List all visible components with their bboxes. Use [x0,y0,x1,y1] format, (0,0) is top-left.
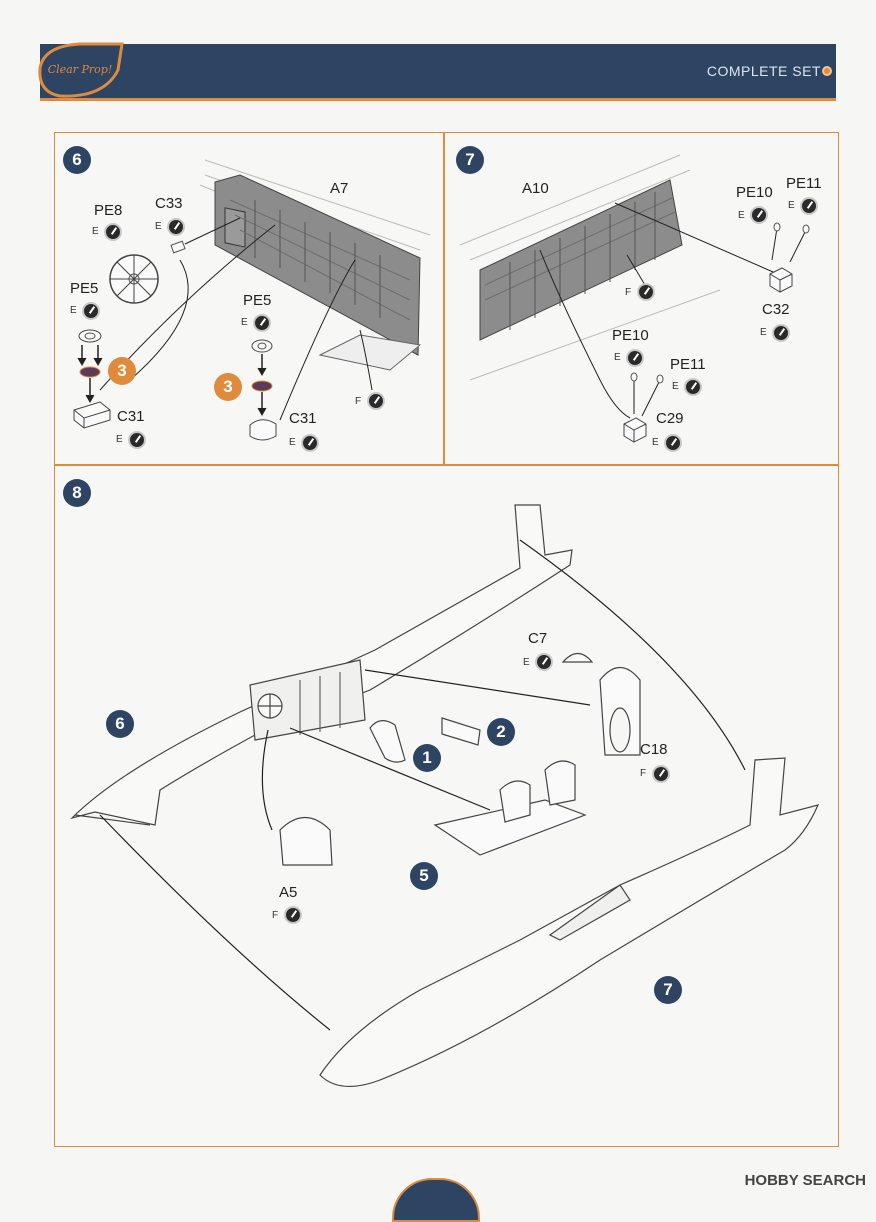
photo-etch-icon [82,302,100,320]
photo-etch-icon [750,206,768,224]
material-label-pe10-top: E [738,210,745,221]
material-label-a5: F [272,910,279,921]
reference-step-5-badge: 5 [410,862,438,890]
sprue-icon [167,218,185,236]
clear-prop-logo: Clear Prop! [38,42,124,98]
sprue-icon [652,765,670,783]
sprue-icon [664,434,682,452]
part-label-a10: A10 [522,180,549,197]
part-label-pe10-top: PE10 [736,184,773,201]
photo-etch-icon [800,197,818,215]
material-label-pe10-bottom: E [614,352,621,363]
material-label-c33: E [155,221,162,232]
part-label-pe11-bottom: PE11 [670,356,706,373]
header-bar [40,44,836,101]
svg-text:Clear Prop!: Clear Prop! [48,63,113,76]
photo-etch-icon [684,378,702,396]
part-label-a5: A5 [279,884,298,901]
part-label-a7: A7 [330,180,349,197]
photo-etch-icon [253,314,271,332]
material-label-c31-left: E [116,434,123,445]
part-label-pe8: PE8 [94,202,123,219]
part-label-c29: C29 [656,410,684,427]
photo-etch-icon [104,223,122,241]
part-label-pe5-right: PE5 [243,292,272,309]
header-title: COMPLETE SET [706,63,821,79]
part-label-c31-right: C31 [289,410,317,427]
material-label-pe5-right: E [241,317,248,328]
reference-step-6-badge: 6 [106,710,134,738]
part-label-c33: C33 [155,195,183,212]
sprue-icon [367,392,385,410]
sprue-icon [284,906,302,924]
reference-step-7-badge: 7 [654,976,682,1004]
substep-3-badge-right: 3 [214,373,242,401]
part-label-c31-left: C31 [117,408,145,425]
material-label-c32: E [760,327,767,338]
sprue-icon [772,324,790,342]
material-label-f-step6: F [355,396,362,407]
step-8-badge: 8 [63,479,91,507]
reference-step-2-badge: 2 [487,718,515,746]
step-6-badge: 6 [63,146,91,174]
hobby-search-watermark: HOBBY SEARCH [744,1172,866,1189]
step-7-badge: 7 [456,146,484,174]
material-label-c29: E [652,437,659,448]
sprue-icon [637,283,655,301]
part-label-c7: C7 [528,630,548,647]
material-label-c18: F [640,768,647,779]
part-label-c18: C18 [640,741,668,758]
header-dot-icon [822,66,832,76]
material-label-pe5-left: E [70,305,77,316]
part-label-pe10-bottom: PE10 [612,327,649,344]
material-label-pe11-bottom: E [672,381,679,392]
part-label-pe11-top: PE11 [786,175,822,192]
part-label-pe5-left: PE5 [70,280,99,297]
part-label-c32: C32 [762,301,790,318]
substep-3-badge-left: 3 [108,357,136,385]
sprue-icon [535,653,553,671]
reference-step-1-badge: 1 [413,744,441,772]
material-label-c31-right: E [289,437,296,448]
sprue-icon [301,434,319,452]
material-label-pe11-top: E [788,200,795,211]
photo-etch-icon [626,349,644,367]
material-label-pe8: E [92,226,99,237]
material-label-f-step7: F [625,287,632,298]
material-label-c7: E [523,657,530,668]
sprue-icon [128,431,146,449]
